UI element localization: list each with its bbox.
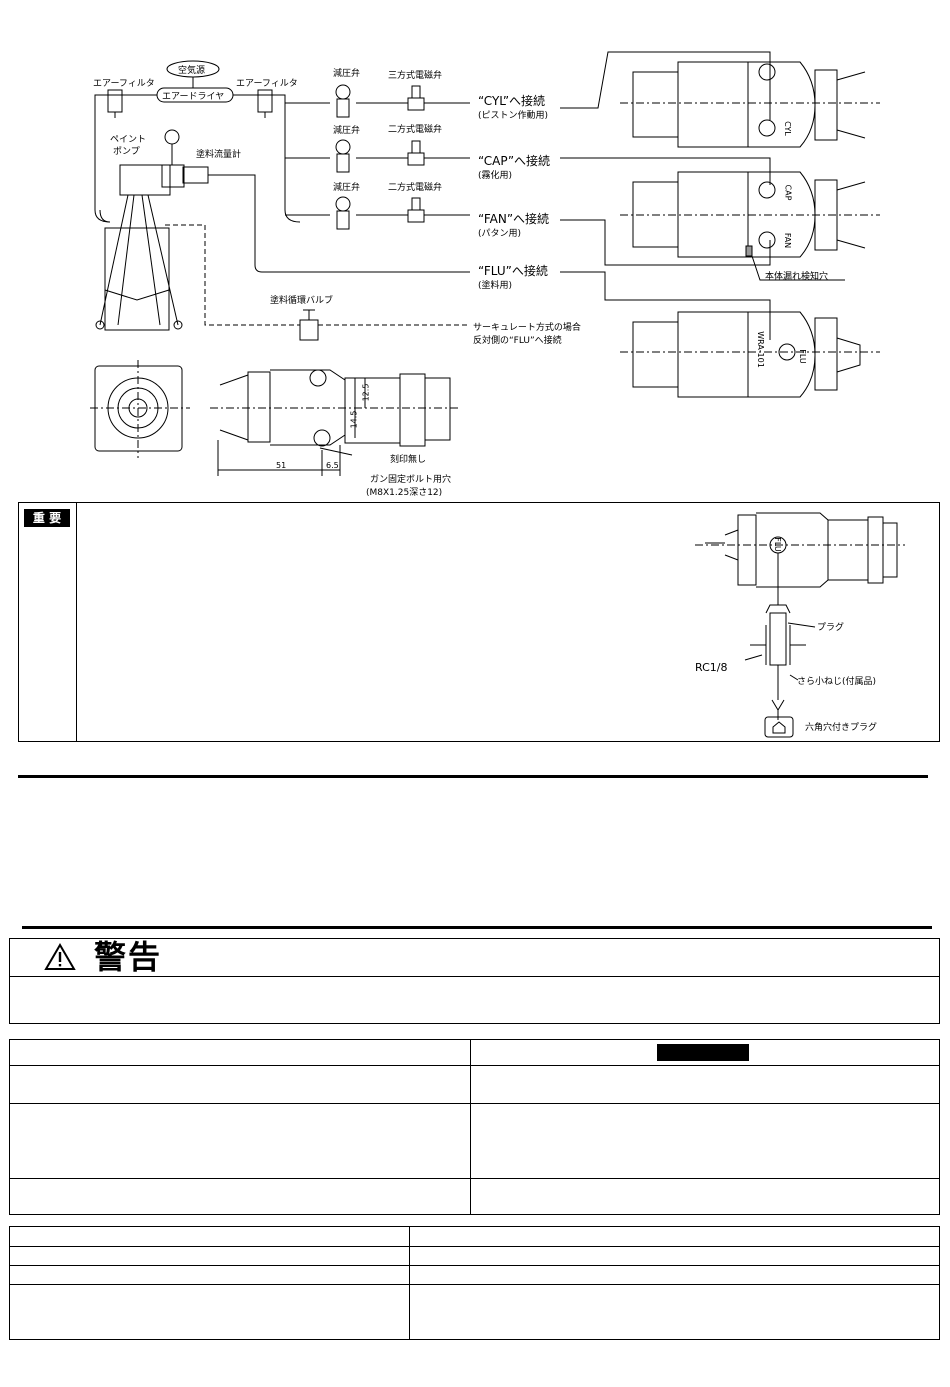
piping-diagram	[90, 51, 880, 476]
table-row	[9, 1265, 940, 1285]
flow-meter-label: 塗料流量計	[196, 150, 242, 160]
screw-label: さら小ねじ(付属品)	[797, 677, 877, 687]
dim-145: 14.5	[349, 410, 359, 429]
divider-1	[18, 775, 928, 778]
conn-cyl-sub: (ピストン作動用)	[478, 111, 549, 121]
header-black-bar	[657, 1044, 749, 1061]
conn-flu-sub: (塗料用)	[478, 281, 513, 291]
table-row	[9, 1103, 940, 1179]
table-row	[9, 1039, 940, 1066]
conn-cap-label: “CAP”へ接続	[478, 154, 551, 168]
table-row	[9, 1284, 940, 1340]
air-source-label: 空気源	[178, 66, 206, 76]
dim-65: 6.5	[326, 461, 339, 470]
table-row	[9, 1065, 940, 1104]
conn-fan-sub: (パタン用)	[478, 229, 522, 239]
warning-title-divider	[10, 976, 939, 977]
regulator-label-1: 減圧弁	[333, 69, 361, 79]
paint-pump-label-2: ポンプ	[113, 147, 140, 157]
important-badge-column	[19, 503, 77, 741]
air-filter-left-label: エアーフィルタ	[93, 79, 155, 89]
paint-pump-label-1: ペイント	[110, 135, 147, 145]
important-badge: 重 要	[24, 509, 70, 527]
circ-valve-label: 塗料循環バルブ	[270, 296, 334, 306]
bolt-hole-label: ガン固定ボルト用穴	[370, 475, 452, 485]
regulator-label-3: 減圧弁	[333, 183, 361, 193]
table-row	[9, 1226, 940, 1247]
leak-hole-label: 本体漏れ検知穴	[765, 272, 829, 282]
air-dryer-label: エアードライヤ	[162, 92, 225, 102]
port-flu-label: FLU	[797, 349, 807, 364]
port-fan-label: FAN	[783, 232, 793, 249]
air-filter-right-label: エアーフィルタ	[236, 79, 298, 89]
port-cap-label: CAP	[783, 184, 793, 201]
table-1	[9, 1039, 940, 1215]
important-box: 重 要	[18, 502, 940, 742]
port-cyl-label: CYL	[782, 121, 792, 136]
table-row	[9, 1246, 940, 1266]
valve-2way-label-1: 二方式電磁弁	[388, 125, 443, 135]
conn-cap-sub: (霧化用)	[478, 171, 513, 181]
dim-51: 51	[276, 461, 287, 470]
circ-note-1: サーキュレート方式の場合	[473, 323, 581, 333]
table-row	[9, 1178, 940, 1215]
warning-title: 警告	[94, 938, 163, 976]
dim-125: 12.5	[361, 383, 371, 402]
flu-mark: FLU	[772, 537, 782, 552]
conn-fan-label: “FAN”へ接続	[478, 212, 550, 226]
model-label: WRA-101	[755, 331, 765, 368]
hex-plug-label: 六角穴付きプラグ	[805, 723, 878, 733]
table-2	[9, 1226, 940, 1340]
divider-2	[22, 926, 932, 929]
plug-label: プラグ	[817, 623, 845, 633]
circ-note-2: 反対側の“FLU”へ接続	[473, 336, 562, 346]
plug-diagram	[695, 512, 905, 738]
warning-box	[9, 938, 940, 1024]
conn-cyl-label: “CYL”へ接続	[478, 94, 546, 108]
valve-3way-label: 三方式電磁弁	[388, 71, 443, 81]
valve-2way-label-2: 二方式電磁弁	[388, 183, 443, 193]
rc-label: RC1/8	[695, 661, 728, 674]
bolt-hole-spec: (M8X1.25深さ12)	[366, 488, 443, 498]
warning-triangle-icon	[44, 943, 76, 970]
no-mark-label: 刻印無し	[390, 455, 427, 465]
regulator-label-2: 減圧弁	[333, 126, 361, 136]
conn-flu-label: “FLU”へ接続	[478, 264, 548, 278]
